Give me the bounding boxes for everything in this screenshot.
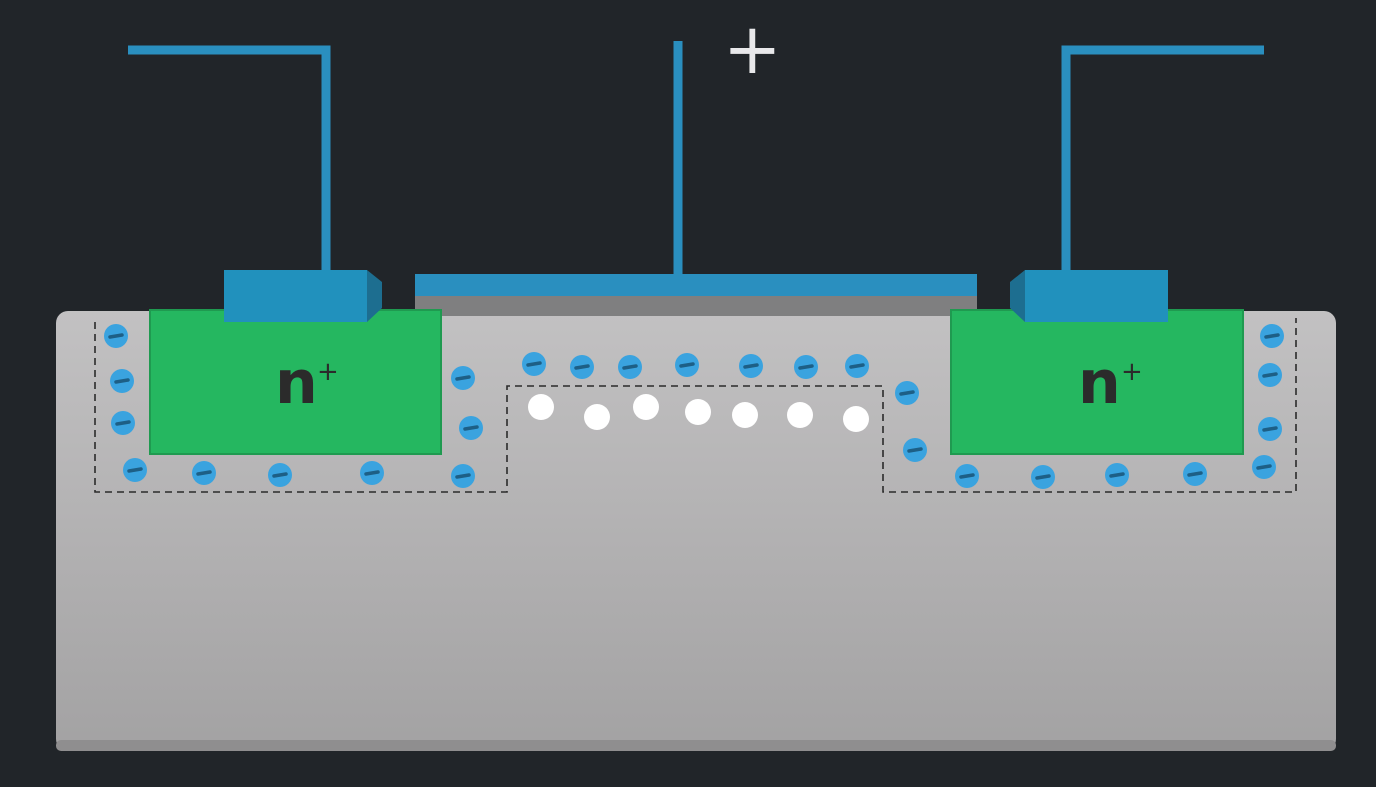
source-label: n: [275, 348, 318, 418]
electron-icon: [268, 463, 292, 487]
electron-icon: [618, 355, 642, 379]
electron-icon: [903, 438, 927, 462]
gate-plus-sign: +: [723, 8, 782, 90]
source-n-plus-region: [149, 309, 442, 455]
gate-oxide: [415, 295, 977, 316]
source-contact-side: [367, 270, 382, 322]
hole-icon: [787, 402, 813, 428]
source-contact: [224, 270, 367, 322]
electron-icon: [123, 458, 147, 482]
drain-label-superscript: +: [1121, 357, 1143, 387]
electron-icon: [570, 355, 594, 379]
drain-label: n: [1078, 348, 1121, 418]
electron-icon: [895, 381, 919, 405]
electron-icon: [459, 416, 483, 440]
hole-icon: [633, 394, 659, 420]
electron-icon: [1031, 465, 1055, 489]
electron-icon: [1252, 455, 1276, 479]
electron-icon: [1260, 324, 1284, 348]
electron-icon: [110, 369, 134, 393]
electron-icon: [104, 324, 128, 348]
electron-icon: [1183, 462, 1207, 486]
electron-icon: [739, 354, 763, 378]
electron-icon: [451, 366, 475, 390]
substrate-edge: [56, 740, 1336, 751]
gate-metal: [415, 274, 977, 296]
electron-icon: [1258, 363, 1282, 387]
electron-icon: [955, 464, 979, 488]
electron-icon: [360, 461, 384, 485]
electron-icon: [522, 352, 546, 376]
hole-icon: [843, 406, 869, 432]
drain-wire: [1061, 45, 1264, 272]
depletion-region-boundary: [94, 318, 1297, 493]
drain-contact-side: [1010, 270, 1025, 322]
hole-icon: [732, 402, 758, 428]
carriers: [104, 324, 1284, 489]
electron-icon: [675, 353, 699, 377]
hole-icon: [528, 394, 554, 420]
electron-icon: [451, 464, 475, 488]
hole-icon: [584, 404, 610, 430]
electron-icon: [1258, 417, 1282, 441]
electron-icon: [111, 411, 135, 435]
electron-icon: [1105, 463, 1129, 487]
hole-icon: [685, 399, 711, 425]
electron-icon: [794, 355, 818, 379]
drain-n-plus-region: [950, 309, 1244, 455]
electron-icon: [845, 354, 869, 378]
drain-contact: [1025, 270, 1168, 322]
source-wire: [128, 45, 331, 272]
electron-icon: [192, 461, 216, 485]
source-label-superscript: +: [317, 357, 339, 387]
